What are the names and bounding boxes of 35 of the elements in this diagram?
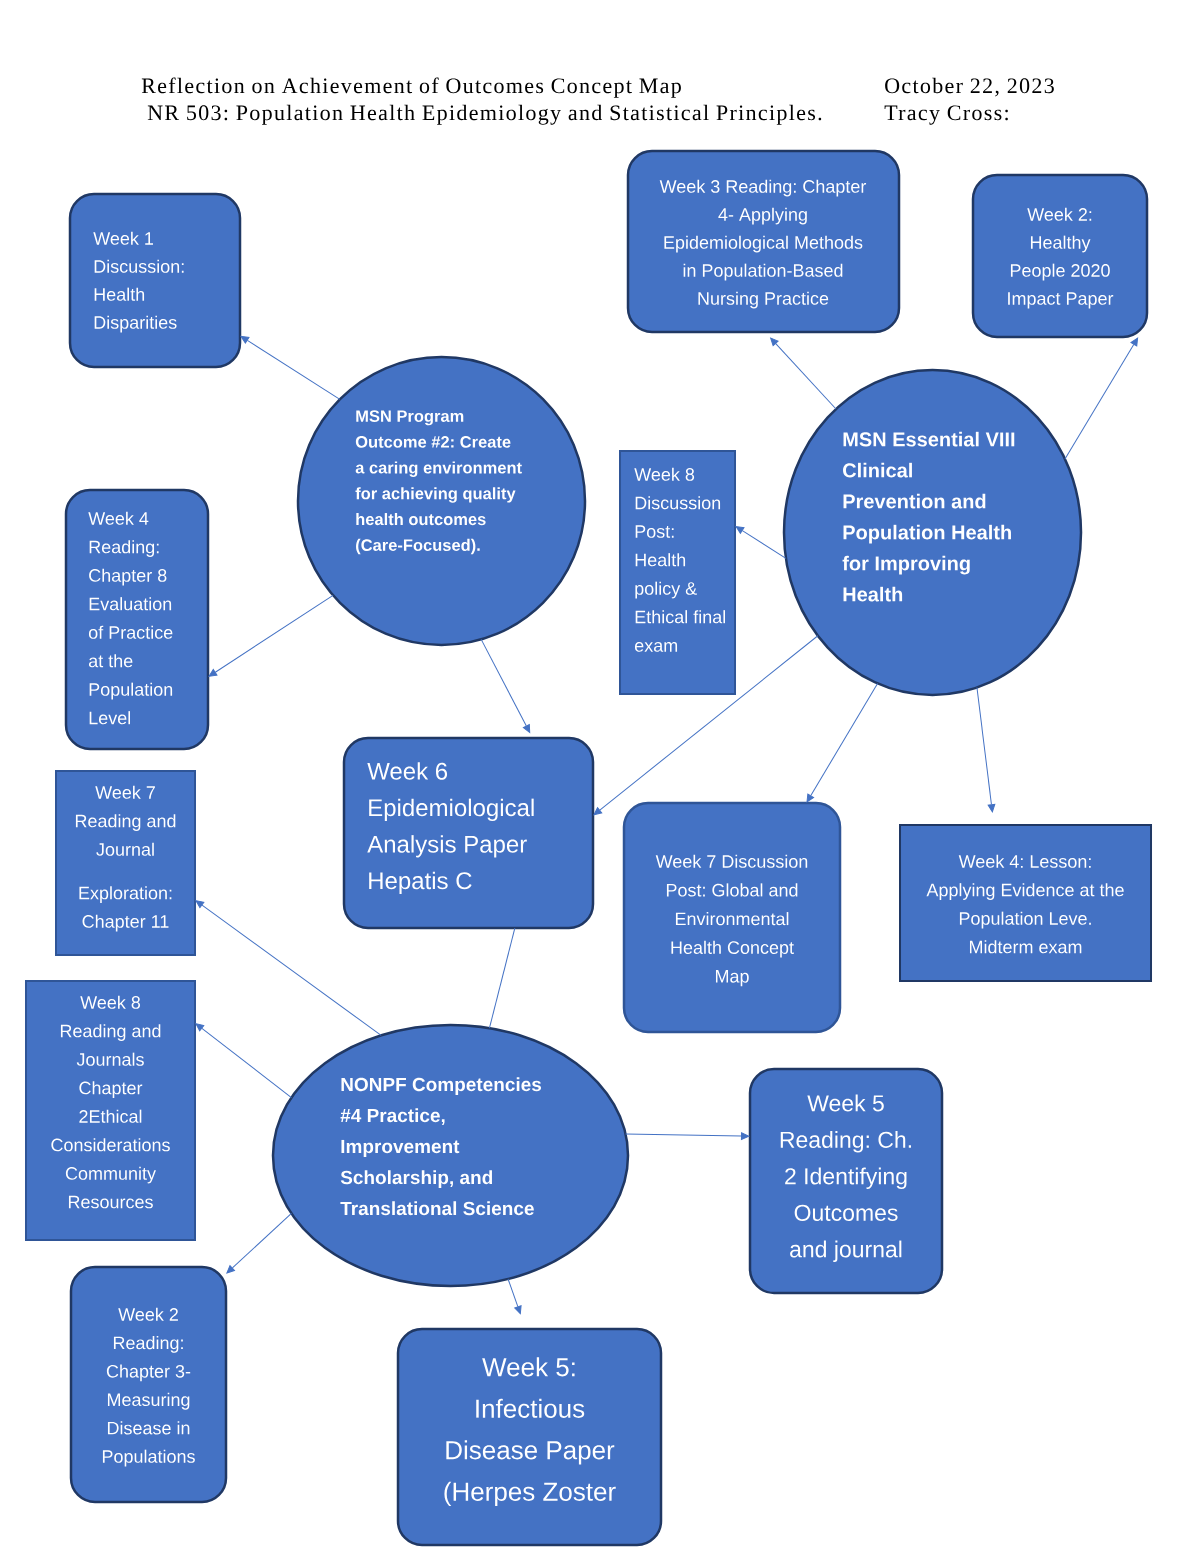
arrow [735, 526, 787, 559]
rectangle-box: Week 8 Discussion Post: Health policy & Ethical final exam [619, 450, 736, 695]
arrow [507, 1278, 522, 1315]
course-title: NR 503: Population Health Epidemiology and Statistical Principles. [147, 104, 822, 125]
rounded-box: Week 4 Reading: Chapter 8 Evaluation of Practice at the Population Level [64, 488, 210, 751]
circle-node: MSN Program Outcome #2: Create a caring environment for achieving quality health outcomes (Care-Focused). [296, 355, 587, 647]
arrow [195, 1023, 292, 1099]
rectangle-box: Week 4: Lesson: Applying Evidence at the Population Leve. Midterm exam [899, 824, 1152, 982]
arrow [593, 635, 819, 816]
arrow [976, 687, 996, 813]
arrow [806, 682, 879, 803]
rounded-box: Week 3 Reading: Chapter 4- Applying Epidemiological Methods in Population-Based Nursing Practice [626, 149, 901, 334]
date-text: October 22, 2023 [885, 77, 1054, 97]
ellipse-node: MSN Essential VIII Clinical Prevention and Population Health for Improving Health [782, 368, 1083, 697]
rounded-box: Week 5: Infectious Disease Paper (Herpes Zoster [396, 1327, 663, 1547]
arrow [770, 337, 837, 410]
rounded-box: Week 1 Discussion: Health Disparities [68, 192, 242, 369]
rounded-box: Week 2 Reading: Chapter 3- Measuring Disease in Populations [69, 1265, 228, 1504]
rounded-box: Week 7 Discussion Post: Global and Environmental Health Concept Map [622, 801, 842, 1034]
author-name: Tracy Cross: [884, 105, 1008, 125]
rectangle-box: Week 8 Reading and Journals Chapter 2Ethical Considerations Community Resources [25, 980, 196, 1241]
arrow [195, 900, 382, 1036]
arrow [226, 1212, 292, 1274]
arrow [240, 335, 341, 400]
arrow [208, 594, 334, 677]
heading: Reflection on Achievement of Outcomes Concept Map [141, 77, 681, 98]
connector-line [488, 927, 516, 1029]
rounded-box: Week 5 Reading: Ch. 2 Identifying Outcomes and journal [748, 1067, 944, 1295]
rounded-box: Week 6 Epidemiological Analysis Paper Hepatis C [342, 736, 595, 930]
ellipse-node: NONPF Competencies #4 Practice, Improvement Scholarship, and Translational Science [271, 1023, 630, 1288]
rounded-box: Week 2: Healthy People 2020 Impact Paper [971, 173, 1149, 339]
arrow [480, 638, 531, 733]
arrow [625, 1132, 750, 1140]
arrow [1064, 337, 1139, 460]
rectangle-box: Week 7 Reading and Journal Exploration: Chapter 11 [55, 770, 196, 956]
